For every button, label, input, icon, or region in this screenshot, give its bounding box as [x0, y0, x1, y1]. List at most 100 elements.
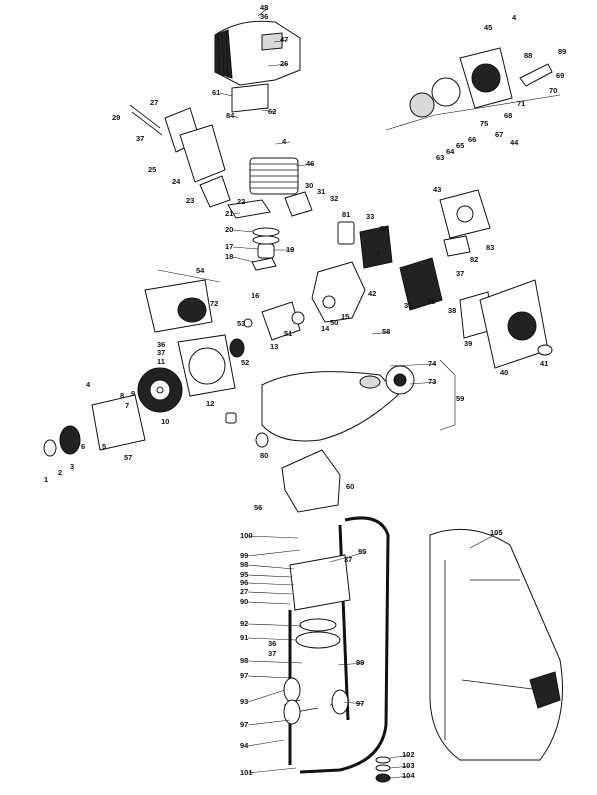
- part-label-80: 80: [260, 451, 268, 460]
- part-label-89: 89: [558, 47, 566, 56]
- part-label-40: 40: [500, 368, 508, 377]
- leader-line: [247, 564, 295, 570]
- back-pad: [429, 528, 563, 761]
- part-label-64: 64: [446, 147, 455, 156]
- part-label-45: 45: [484, 23, 492, 32]
- leader-line: [371, 331, 391, 335]
- leader-line: [389, 363, 437, 367]
- part-label-70: 70: [549, 86, 557, 95]
- part-label-82: 82: [470, 255, 478, 264]
- part-label-66: 66: [468, 135, 476, 144]
- part-label-5: 5: [102, 442, 106, 451]
- fan-cover: [91, 394, 146, 451]
- part-label-46: 46: [306, 159, 314, 168]
- cylinder: [227, 157, 299, 271]
- part-label-95: 95: [240, 570, 248, 579]
- part-label-43: 43: [433, 185, 441, 194]
- part-label-97: 97: [240, 671, 248, 680]
- part-label-61: 61: [212, 88, 220, 97]
- leader-line: [232, 212, 241, 215]
- part-label-16: 16: [251, 291, 259, 300]
- part-label-102: 102: [402, 750, 415, 759]
- washers: [375, 756, 391, 783]
- part-label-27: 27: [240, 587, 248, 596]
- part-label-44: 44: [510, 138, 519, 147]
- part-label-83: 83: [486, 243, 494, 252]
- part-label-37: 37: [136, 134, 144, 143]
- part-label-15: 15: [341, 312, 349, 321]
- part-label-60: 60: [346, 482, 354, 491]
- part-label-67: 67: [495, 130, 503, 139]
- leader-line: [232, 229, 254, 233]
- part-label-75: 75: [480, 119, 488, 128]
- part-label-81: 81: [342, 210, 350, 219]
- part-label-39: 39: [464, 339, 472, 348]
- leader-line: [247, 582, 295, 586]
- part-label-35: 35: [404, 301, 412, 310]
- part-label-71: 71: [517, 99, 525, 108]
- leader-line: [247, 591, 293, 595]
- part-label-26: 26: [280, 59, 288, 68]
- fuel-tank-group: [144, 269, 221, 333]
- leader-line: [232, 256, 255, 263]
- part-label-94: 94: [240, 741, 249, 750]
- part-label-37: 37: [456, 269, 464, 278]
- leader-line: [337, 662, 365, 666]
- leader-line: [267, 63, 289, 67]
- part-label-97: 97: [356, 699, 364, 708]
- part-label-4: 4: [282, 137, 287, 146]
- part-label-88: 88: [524, 51, 532, 60]
- engine-cover: [214, 20, 301, 86]
- leader-line: [247, 637, 297, 641]
- part-label-58: 58: [382, 327, 390, 336]
- leader-line: [257, 7, 269, 17]
- leader-line: [247, 689, 286, 703]
- leader-line: [247, 574, 293, 578]
- part-label-65: 65: [456, 141, 464, 150]
- part-label-6: 6: [81, 442, 85, 451]
- part-label-33: 33: [366, 212, 374, 221]
- part-label-37: 37: [157, 348, 165, 357]
- part-label-36: 36: [157, 340, 165, 349]
- leader-line: [247, 535, 299, 539]
- part-label-53: 53: [237, 319, 245, 328]
- part-label-98: 98: [240, 560, 248, 569]
- part-label-9: 9: [131, 389, 135, 398]
- part-label-12: 12: [206, 399, 214, 408]
- leader-line: [247, 719, 291, 726]
- leader-line: [233, 115, 239, 119]
- part-label-95: 95: [358, 547, 366, 556]
- leader-line: [247, 675, 293, 679]
- recoil-starter-group: [409, 47, 553, 118]
- crankshaft-group: [229, 295, 336, 358]
- part-label-47: 47: [280, 35, 288, 44]
- leader-line: [247, 767, 297, 774]
- clutch-drum: [43, 425, 81, 457]
- carburetor-group: [284, 191, 393, 269]
- part-label-93: 93: [240, 697, 248, 706]
- part-label-21: 21: [225, 209, 233, 218]
- leader-line: [219, 92, 233, 97]
- part-label-99: 99: [240, 551, 248, 560]
- part-label-36: 36: [427, 297, 435, 306]
- part-label-104: 104: [402, 771, 415, 780]
- part-label-14: 14: [321, 324, 330, 333]
- part-label-37: 37: [344, 555, 352, 564]
- part-label-29: 29: [112, 113, 120, 122]
- crankcase: [311, 261, 366, 323]
- part-label-56: 56: [254, 503, 262, 512]
- part-label-25: 25: [148, 165, 156, 174]
- part-label-8: 8: [120, 391, 124, 400]
- starter-housing: [177, 334, 236, 397]
- leader-line: [247, 660, 303, 664]
- part-label-48: 48: [260, 3, 268, 12]
- springs: [283, 677, 349, 725]
- part-label-13: 13: [270, 342, 278, 351]
- part-label-1: 1: [44, 475, 48, 484]
- part-label-101: 101: [240, 768, 253, 777]
- part-label-27: 27: [150, 98, 158, 107]
- leader-line: [275, 141, 291, 145]
- flywheel: [137, 367, 183, 413]
- part-label-97: 97: [240, 720, 248, 729]
